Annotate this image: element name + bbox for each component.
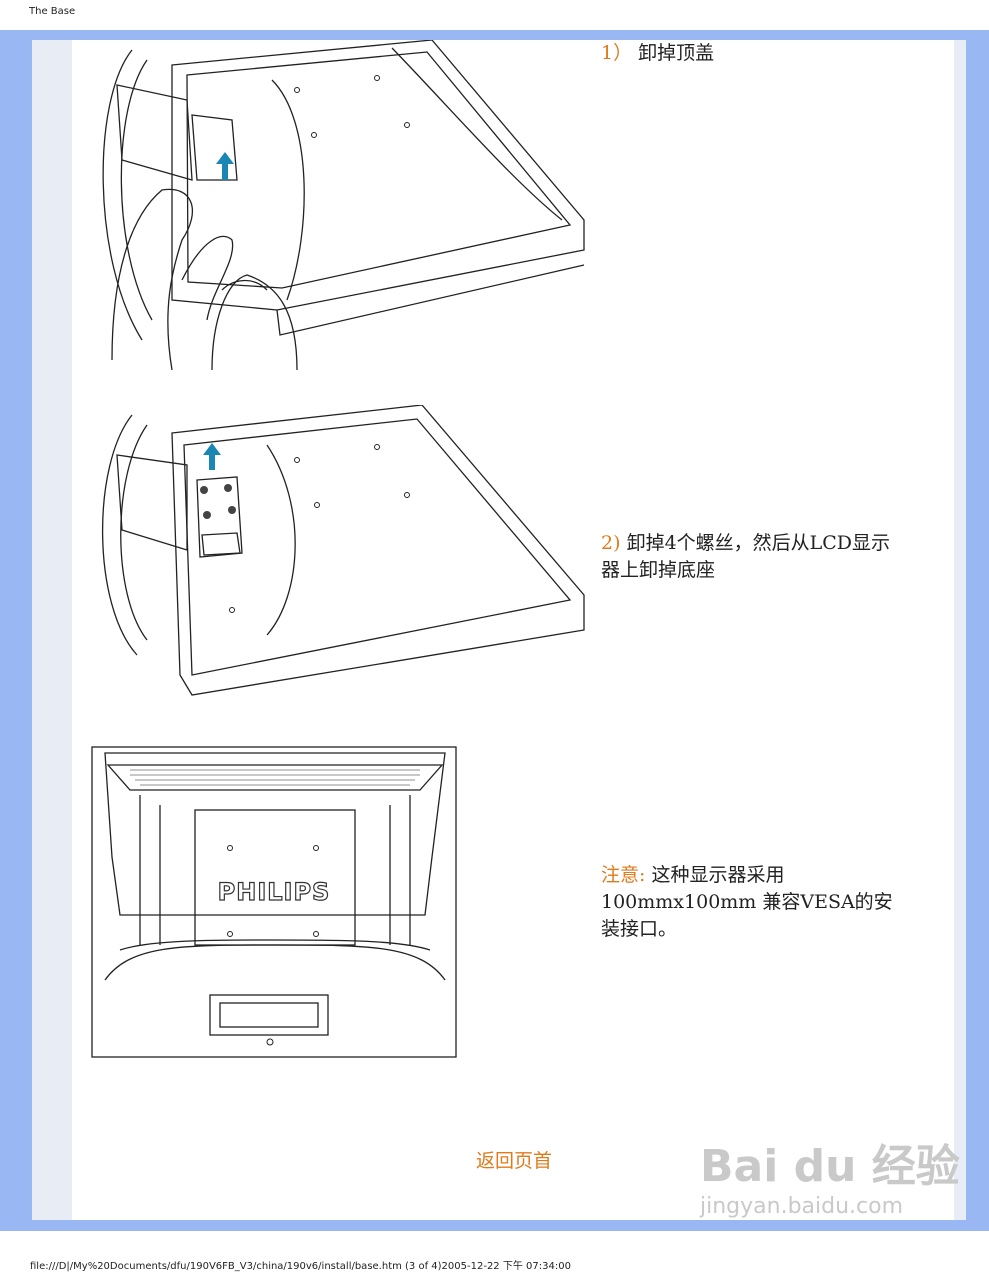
back-to-top-link[interactable]: 返回页首: [476, 1150, 553, 1172]
page-header-title: The Base: [29, 6, 76, 17]
note-text: 这种显示器采用100mmx100mm 兼容VESA的安装接口。: [601, 864, 893, 940]
philips-brand-text: PHILIPS: [218, 878, 331, 906]
footer-file-path: file:///D|/My%20Documents/dfu/190V6FB_V3…: [30, 1261, 571, 1272]
left-margin-bar: [32, 40, 72, 1220]
step-2: 2) 卸掉4个螺丝，然后从LCD显示器上卸掉底座: [601, 530, 906, 584]
watermark-logo: Bai du 经验: [700, 1141, 960, 1192]
figure-remove-top-cover: [102, 40, 585, 371]
note-label: 注意:: [601, 864, 646, 886]
step-1: 1） 卸掉顶盖: [601, 40, 714, 67]
baidu-watermark: Bai du 经验 jingyan.baidu.com: [700, 1130, 960, 1219]
step-1-text: 卸掉顶盖: [638, 42, 715, 64]
figure-vesa-rear-view: PHILIPS: [91, 746, 457, 1058]
figure-remove-base-screws: [101, 405, 585, 696]
right-scroll-bar: [954, 40, 966, 1220]
step-1-number: 1）: [601, 42, 633, 64]
vesa-note: 注意: 这种显示器采用100mmx100mm 兼容VESA的安装接口。: [601, 862, 901, 943]
step-2-text: 卸掉4个螺丝，然后从LCD显示器上卸掉底座: [601, 532, 891, 581]
step-2-number: 2): [601, 532, 621, 554]
watermark-url: jingyan.baidu.com: [700, 1194, 904, 1219]
